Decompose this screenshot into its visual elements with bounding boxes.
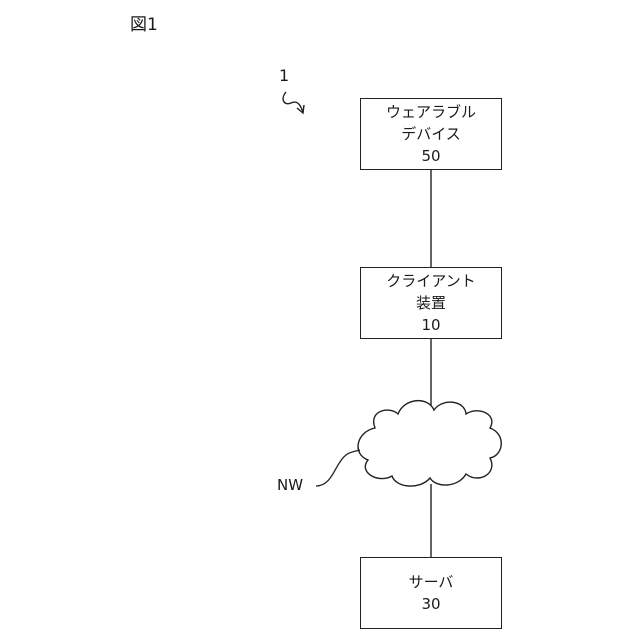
system-pointer-arrow: [283, 92, 303, 112]
client-device-label-line2: 装置: [416, 292, 446, 314]
network-cloud: [358, 401, 501, 486]
client-device-number: 10: [421, 314, 440, 336]
wearable-device-box: ウェアラブル デバイス 50: [360, 98, 502, 170]
wearable-device-number: 50: [421, 145, 440, 167]
wearable-device-label-line1: ウェアラブル: [386, 101, 476, 123]
server-box: サーバ 30: [360, 557, 502, 629]
network-label: NW: [277, 476, 303, 494]
client-device-box: クライアント 装置 10: [360, 267, 502, 339]
client-device-label-line1: クライアント: [386, 270, 475, 292]
server-number: 30: [421, 593, 440, 615]
wearable-device-label-line2: デバイス: [401, 123, 461, 145]
network-leader-line: [316, 450, 360, 486]
server-label: サーバ: [409, 571, 454, 593]
